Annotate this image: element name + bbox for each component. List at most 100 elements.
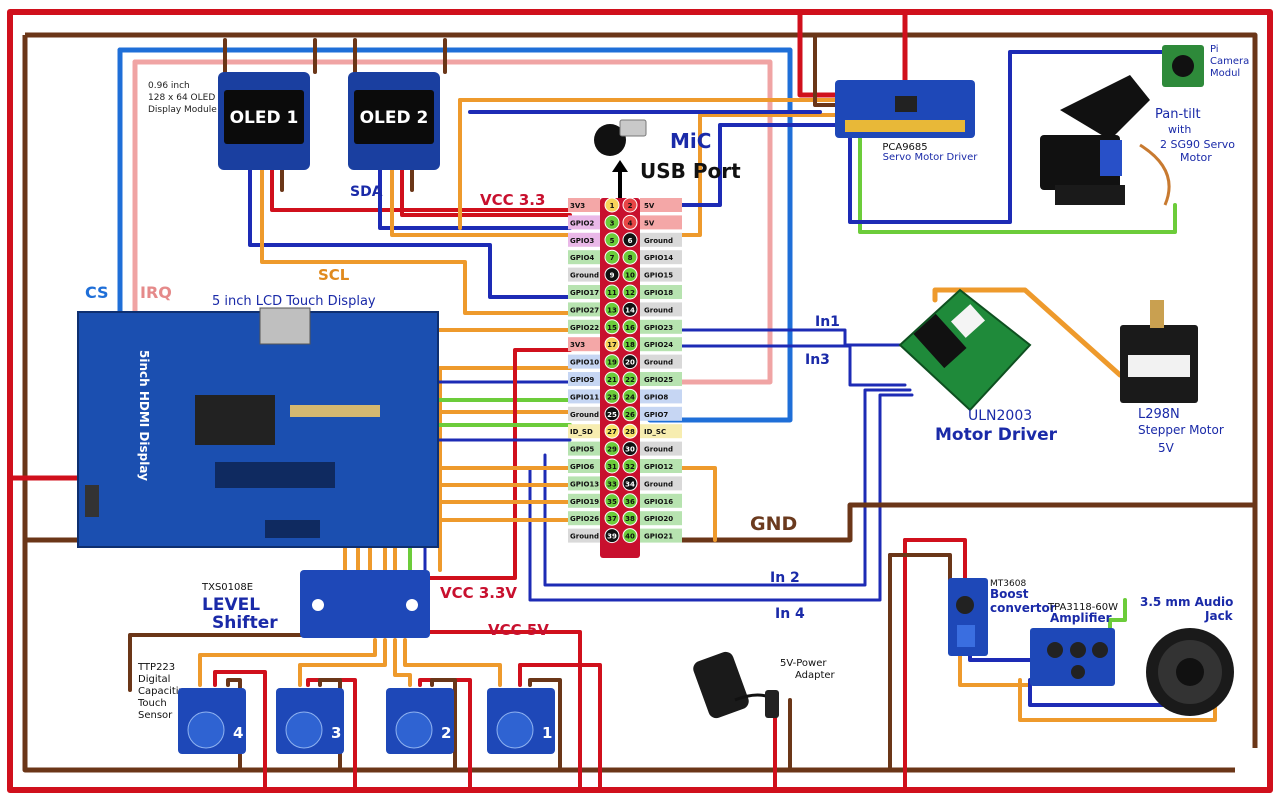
- gpio-right-name: GPIO18: [644, 289, 673, 297]
- gpio-left-name: GPIO19: [570, 498, 599, 506]
- gpio-left-label-bg: [568, 232, 600, 247]
- gpio-right-label-bg: [640, 511, 682, 526]
- gpio-right-label-bg: [640, 354, 682, 369]
- gpio-right-name: ID_SC: [644, 428, 666, 436]
- gpio-right-name: GPIO25: [644, 376, 673, 384]
- gpio-pin-number: 8: [628, 254, 633, 262]
- gpio-pin-number: 11: [607, 289, 617, 297]
- gpio-right-label-bg: [640, 528, 682, 543]
- gpio-pin-number: 31: [607, 463, 617, 471]
- pi-camera-label-1: Pi: [1210, 44, 1219, 55]
- touch-sensor-4: 4: [178, 688, 246, 754]
- gpio-pin-number: 33: [607, 480, 617, 488]
- gpio-pin: [622, 441, 638, 457]
- gpio-left-label-bg: [568, 511, 600, 526]
- in2-label: In 2: [770, 570, 800, 586]
- gpio-pin-number: 29: [607, 446, 617, 454]
- gpio-pin: [622, 528, 638, 544]
- pantilt-label-3: 2 SG90 Servo: [1160, 138, 1235, 151]
- gpio-left-name: GPIO26: [570, 515, 599, 523]
- gpio-right-label-bg: [640, 267, 682, 282]
- lcd-display: 5inch HDMI Display: [77, 307, 439, 548]
- gpio-pin-number: 20: [625, 359, 635, 367]
- gpio-left-name: GPIO13: [570, 480, 599, 488]
- gpio-right-name: GPIO21: [644, 533, 673, 541]
- gpio-pin: [604, 354, 620, 370]
- vcc-5v-label: VCC 5V: [488, 621, 549, 639]
- gpio-pin-number: 30: [625, 446, 635, 454]
- pantilt-label-2: with: [1168, 123, 1191, 136]
- gpio-right-name: GPIO14: [644, 254, 673, 262]
- gpio-pin-number: 27: [607, 428, 617, 436]
- oled-2: OLED 2: [348, 72, 440, 170]
- gpio-right-label-bg: [640, 406, 682, 421]
- gpio-pin-number: 7: [610, 254, 615, 262]
- gpio-left-label-bg: [568, 337, 600, 352]
- gpio-left-name: GPIO22: [570, 324, 599, 332]
- gpio-left-label-bg: [568, 406, 600, 421]
- gpio-right-name: Ground: [644, 446, 673, 454]
- gpio-left-label-bg: [568, 459, 600, 473]
- usb-mic: [594, 119, 647, 198]
- gpio-right-name: GPIO7: [644, 411, 668, 419]
- gpio-right-name: Ground: [644, 306, 673, 314]
- gpio-pin: [604, 458, 620, 474]
- gpio-left-label-bg: [568, 285, 600, 299]
- oled-1: OLED 1: [218, 72, 310, 170]
- gpio-left-label-bg: [568, 250, 600, 265]
- gpio-left-name: GPIO4: [570, 254, 594, 262]
- gpio-pin-number: 24: [625, 393, 635, 401]
- mic-label: MiC: [670, 129, 711, 153]
- touch-sensor-1: 1: [487, 688, 555, 754]
- oled-2-label: OLED 2: [360, 108, 429, 128]
- touch-sensor-2-number: 2: [441, 724, 451, 742]
- boost-chip-label: MT3608: [990, 579, 1026, 589]
- gpio-right-label-bg: [640, 476, 682, 491]
- gpio-pin: [604, 214, 620, 230]
- gpio-right-name: GPIO23: [644, 324, 673, 332]
- gpio-pin: [622, 510, 638, 526]
- gpio-pin: [604, 336, 620, 352]
- power-adapter-label-2: Adapter: [795, 670, 836, 681]
- gpio-pin: [604, 301, 620, 317]
- gpio-right-name: GPIO16: [644, 498, 673, 506]
- gpio-pin-number: 28: [625, 428, 635, 436]
- gpio-left-name: Ground: [570, 272, 599, 280]
- gpio-pin: [622, 197, 638, 213]
- gpio-pin: [622, 232, 638, 248]
- amp-chip-label: TPA3118-60W: [1047, 602, 1118, 613]
- gpio-pin: [604, 406, 620, 422]
- gpio-pin-number: 12: [625, 289, 635, 297]
- boost-label-1: Boost: [990, 587, 1029, 601]
- gpio-left-name: Ground: [570, 411, 599, 419]
- gpio-left-label-bg: [568, 424, 600, 439]
- gpio-left-name: GPIO3: [570, 237, 594, 245]
- gpio-pin: [622, 458, 638, 474]
- power-adapter-label-1: 5V-Power: [780, 658, 827, 669]
- gpio-pin-number: 17: [607, 341, 617, 349]
- pantilt-label-4: Motor: [1180, 151, 1212, 164]
- gpio-pin: [622, 214, 638, 230]
- gpio-left-label-bg: [568, 319, 600, 334]
- uln-chip-label: ULN2003: [968, 408, 1032, 424]
- amplifier: [1030, 628, 1115, 686]
- gpio-left-label-bg: [568, 302, 600, 317]
- gpio-pin: [622, 267, 638, 283]
- gpio-right-label-bg: [640, 493, 682, 508]
- cs-label: CS: [85, 283, 109, 302]
- gpio-pin: [622, 406, 638, 422]
- gpio-pin-number: 14: [625, 306, 635, 314]
- gpio-right-label-bg: [640, 337, 682, 352]
- stepper-label-2: Stepper Motor: [1138, 423, 1224, 437]
- usb-port-label: USB Port: [640, 159, 741, 183]
- gpio-pin: [604, 197, 620, 213]
- gpio-right-name: GPIO12: [644, 463, 673, 471]
- gpio-pin: [622, 371, 638, 387]
- gpio-left-name: GPIO2: [570, 219, 594, 227]
- gpio-right-label-bg: [640, 372, 682, 386]
- gpio-left-label-bg: [568, 198, 600, 212]
- gpio-right-name: GPIO24: [644, 341, 673, 349]
- gpio-pin: [622, 301, 638, 317]
